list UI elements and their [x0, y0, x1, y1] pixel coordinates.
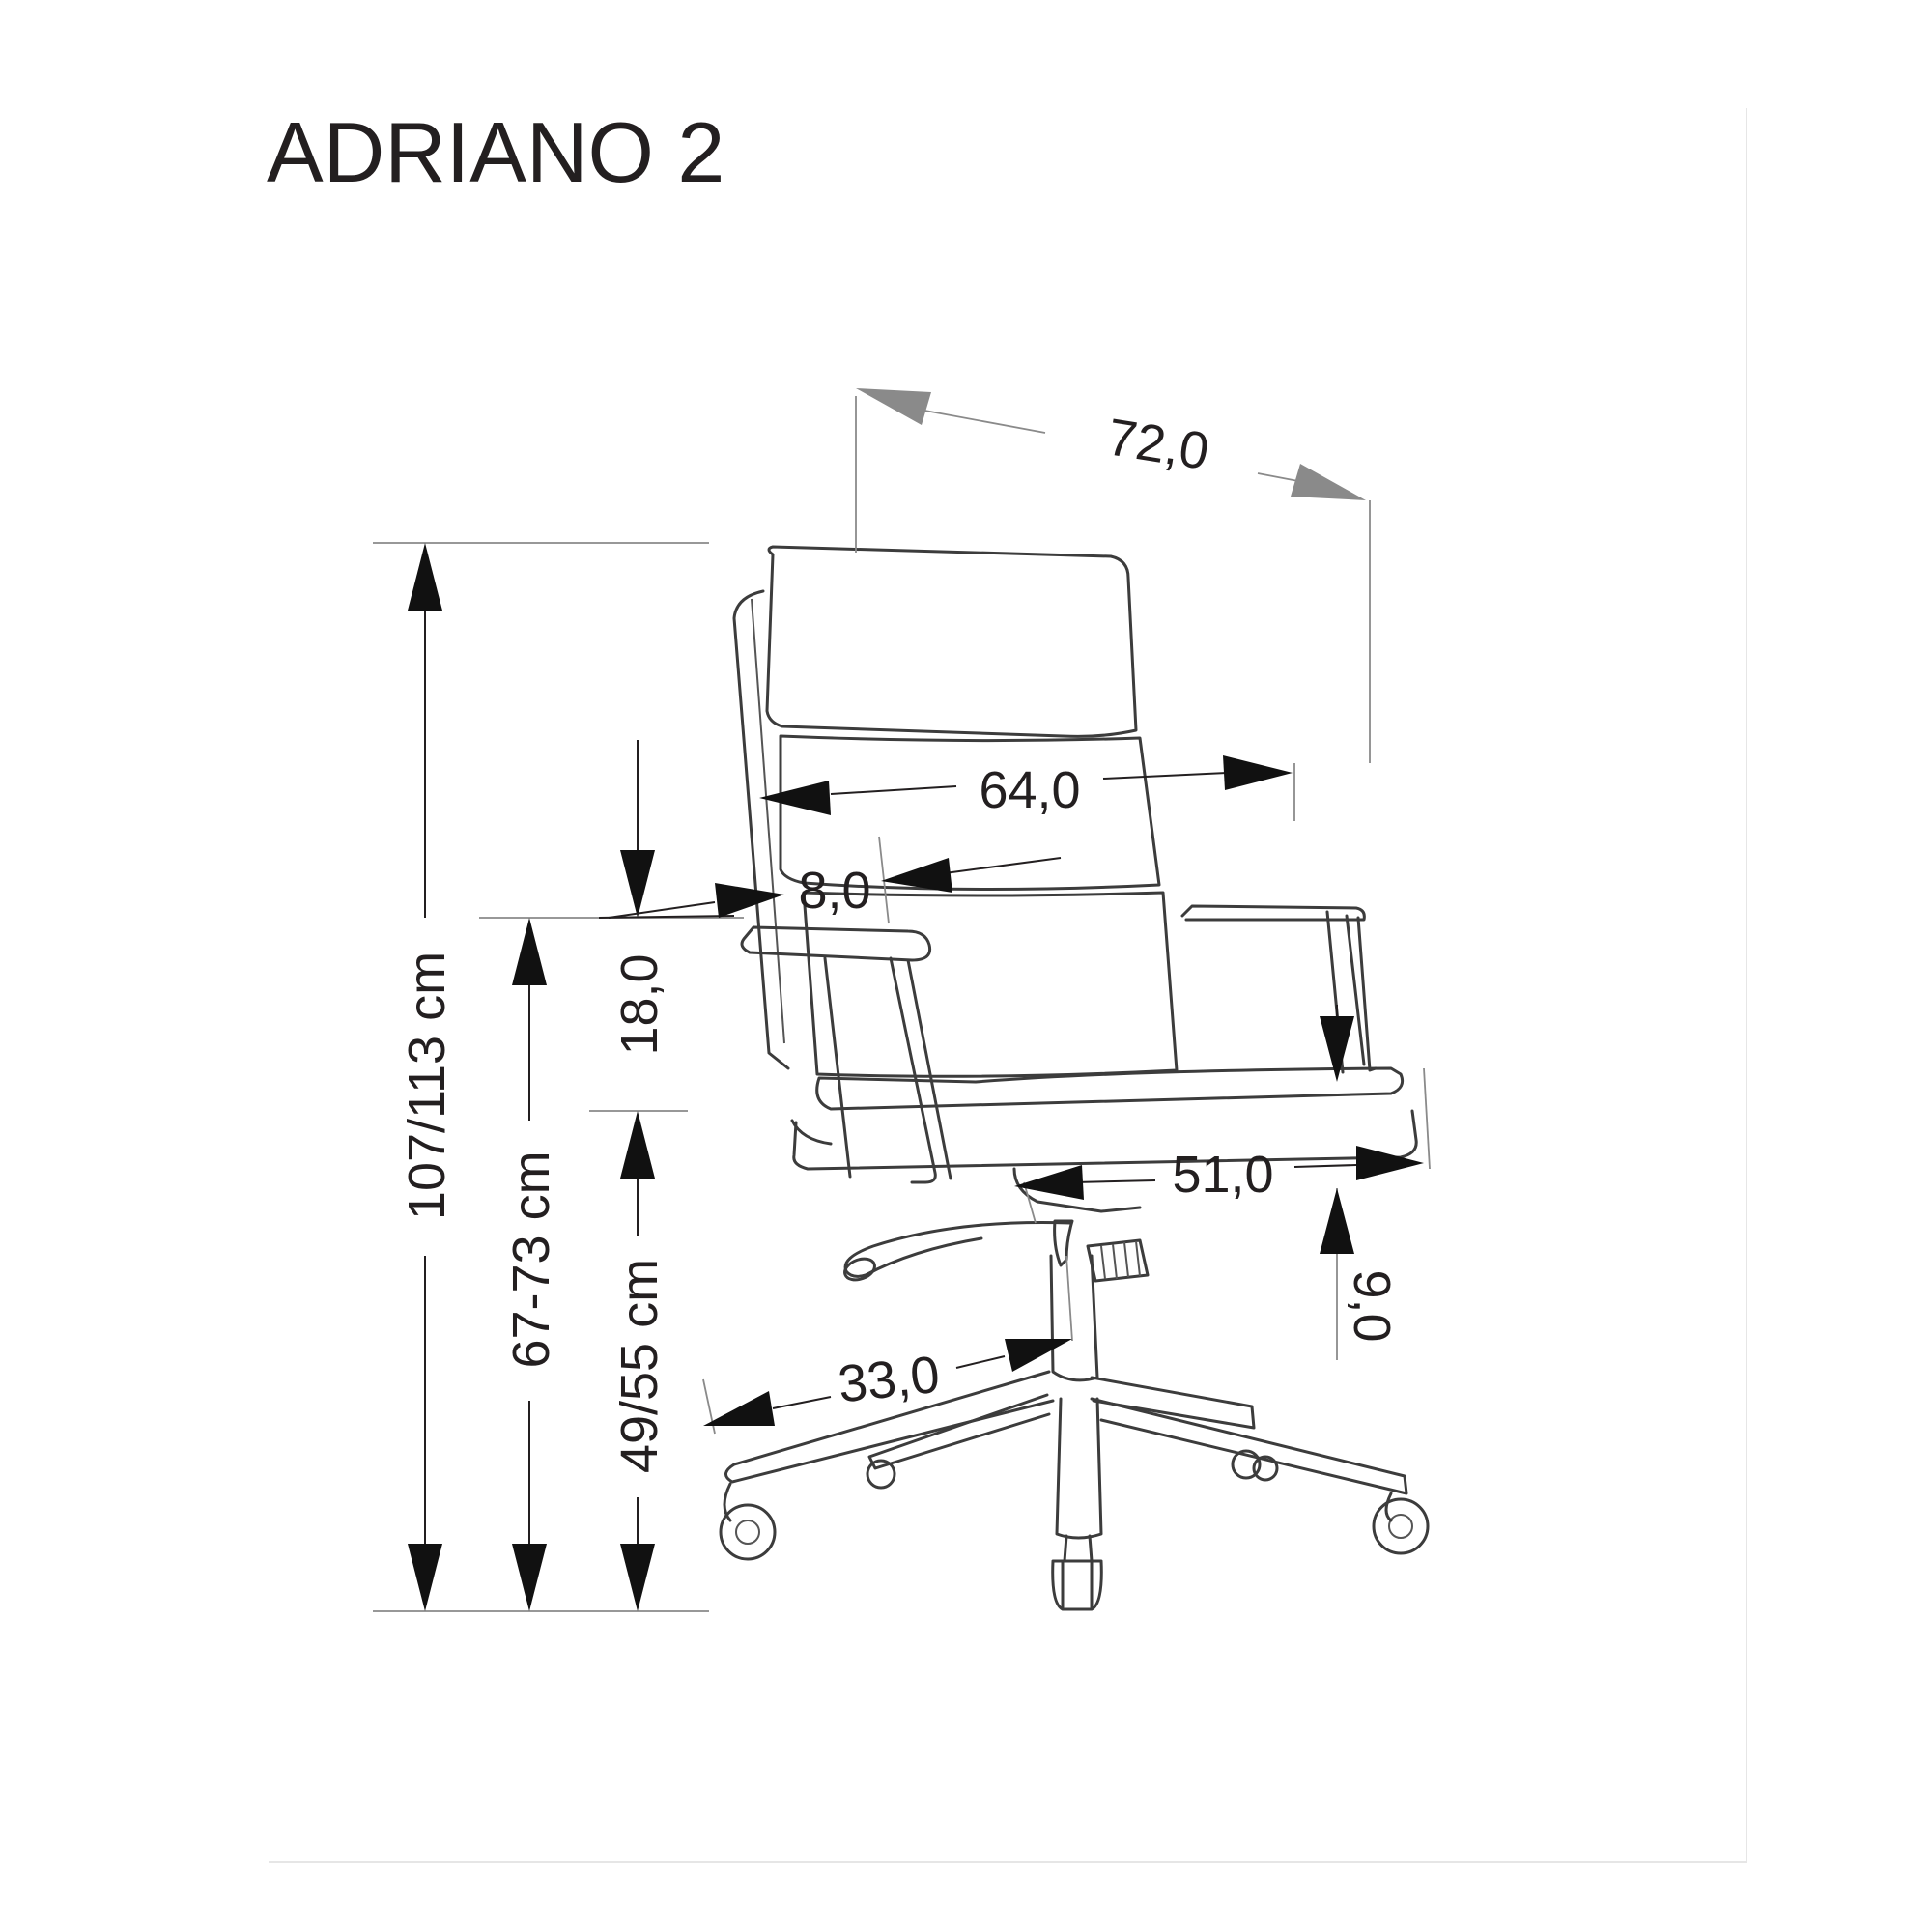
page-frame — [269, 108, 1747, 1863]
seat-height-label: 49/55 cm — [611, 1259, 668, 1473]
chair-outline — [719, 545, 1430, 1611]
total-width-label: 72,0 — [1103, 408, 1212, 481]
seat-depth-label: 51,0 — [1172, 1146, 1273, 1204]
product-title: ADRIANO 2 — [267, 104, 724, 200]
base-radius-label: 33,0 — [836, 1346, 943, 1414]
armrest-width-label: 8,0 — [798, 862, 870, 920]
inner-width-label: 64,0 — [979, 761, 1080, 819]
dimension-lines — [408, 388, 1424, 1611]
armrest-height-label: 67-73 cm — [502, 1151, 560, 1368]
armrest-to-seat-label: 18,0 — [611, 953, 668, 1055]
total-height-label: 107/113 cm — [398, 952, 456, 1220]
seat-thickness-label: 9,0 — [1343, 1269, 1401, 1342]
